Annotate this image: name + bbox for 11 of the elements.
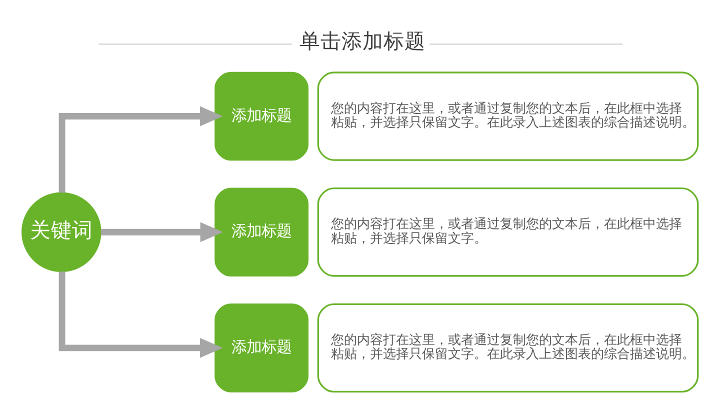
node-box: 添加标题: [214, 72, 309, 161]
arrow: [58, 272, 223, 358]
node-circle: 关键词: [22, 192, 102, 272]
node-box: 添加标题: [214, 188, 309, 276]
arrow: [58, 106, 223, 193]
diagram-title: 单击添加标题: [300, 28, 426, 53]
node-box: 添加标题: [214, 304, 309, 392]
node-box: 您的内容打在这里，或者通过复制您的文本后，在此框中选择粘贴，并选择只保留文字。在此录入上述图表的综合描述说明。: [317, 303, 699, 393]
node-box: 您的内容打在这里，或者通过复制您的文本后，在此框中选择粘贴，并选择只保留文字。: [317, 188, 699, 277]
arrow: [100, 222, 224, 242]
node-box: 您的内容打在这里，或者通过复制您的文本后，在此框中选择粘贴，并选择只保留文字。在此录入上述图表的综合描述说明。: [317, 72, 699, 161]
